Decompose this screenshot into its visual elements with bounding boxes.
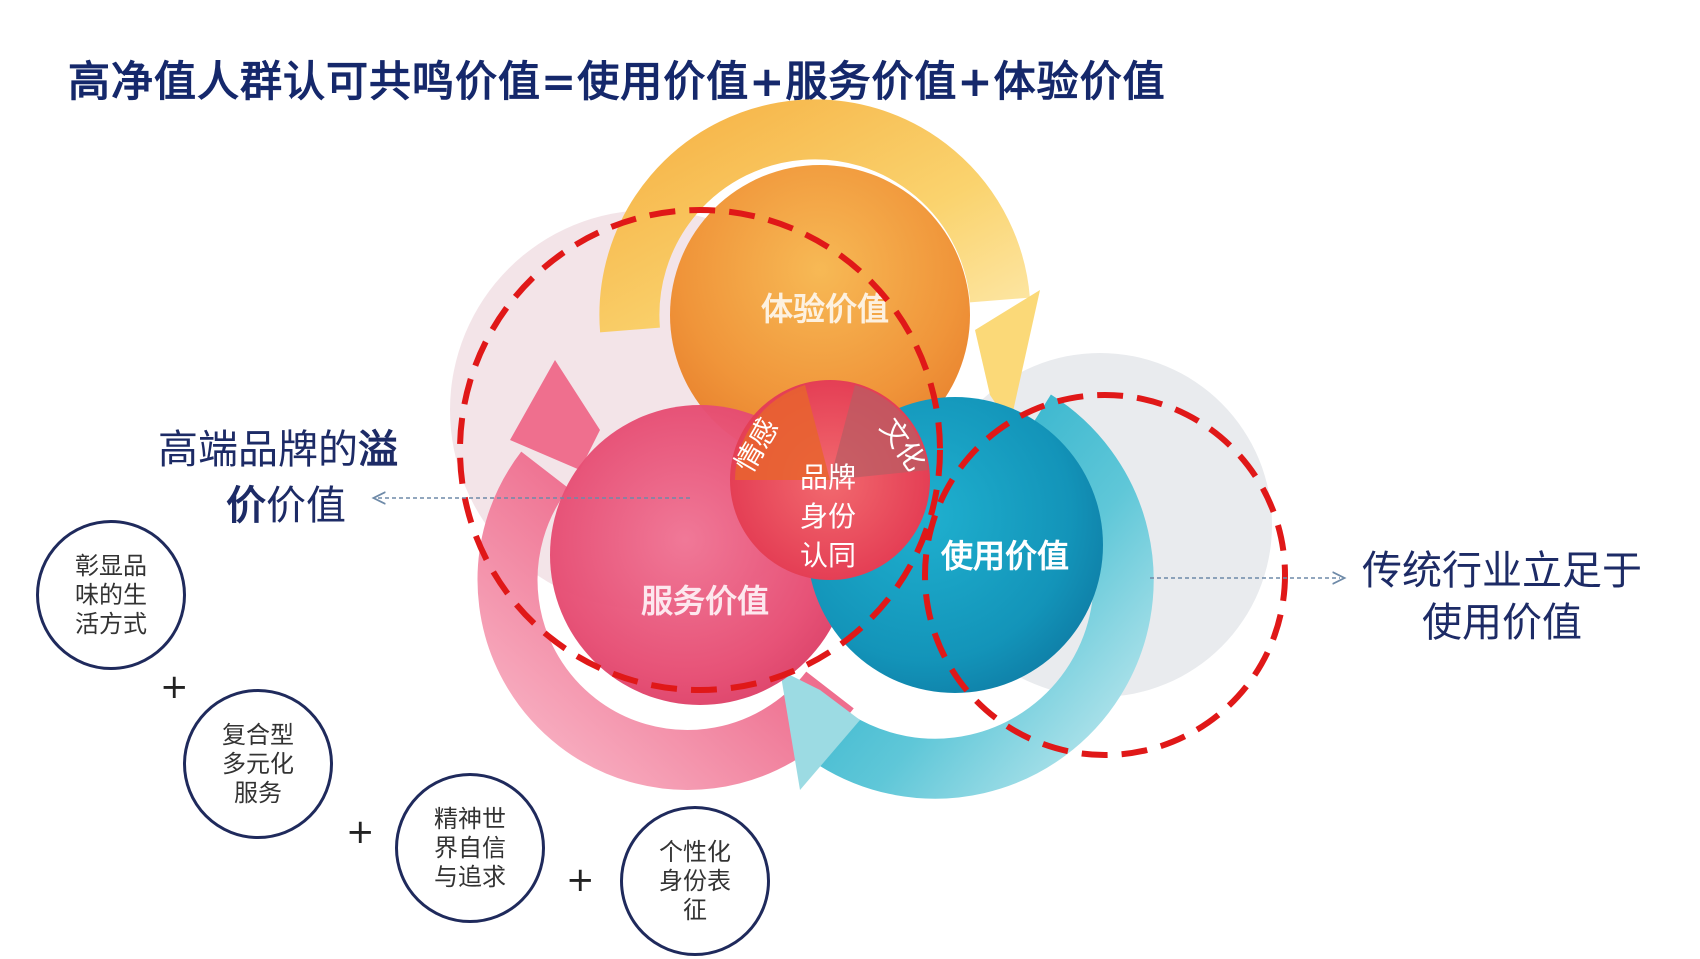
core-label-line1: 品牌 [800, 461, 856, 494]
service-value-label: 服务价值 [641, 582, 769, 620]
core-label-line2: 身份 [800, 500, 856, 533]
use-arrowhead [780, 670, 860, 790]
use-ring [780, 394, 1154, 799]
experience-value-label: 体验价值 [761, 290, 889, 328]
experience-ring [599, 99, 1040, 425]
service-arrowhead [510, 360, 600, 470]
premium-dashed-circle [457, 207, 943, 693]
bubble-spirit: 精神世界自信与追求 [395, 773, 545, 923]
service-ring [477, 360, 854, 791]
plus-sign-1: + [160, 667, 189, 707]
culture-segment [830, 385, 928, 480]
traditional-value-label: 传统行业立足于 使用价值 [1362, 548, 1642, 646]
premium-value-label: 高端品牌的溢 价价值 [158, 427, 398, 529]
bubble-service: 复合型多元化服务 [183, 689, 333, 839]
plus-sign-2: + [346, 812, 375, 852]
use-value-label: 使用价值 [940, 537, 1069, 575]
plus-sign-3: + [566, 860, 595, 900]
page-title: 高净值人群认可共鸣价值=使用价值+服务价值+体验价值 [68, 57, 1166, 106]
bubble-identity: 个性化身份表征 [620, 806, 770, 956]
experience-disc [670, 165, 970, 465]
experience-arrowhead [975, 290, 1040, 425]
core-label-line3: 认同 [800, 539, 856, 572]
traditional-dashed-circle [922, 392, 1288, 758]
emotion-segment [735, 385, 830, 480]
bubble-lifestyle: 彰显品味的生活方式 [36, 520, 186, 670]
